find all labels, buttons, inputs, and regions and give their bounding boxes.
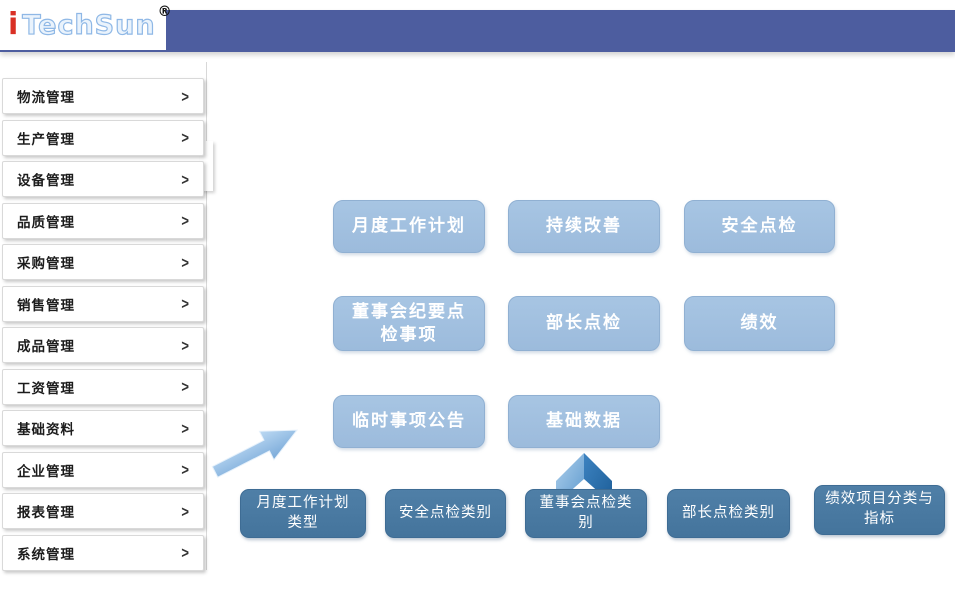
tile-basic-data[interactable]: 基础数据 bbox=[508, 395, 660, 448]
sidebar-item-label: 品质管理 bbox=[17, 214, 75, 230]
sidebar-item-label: 采购管理 bbox=[17, 256, 75, 271]
sidebar-item-label: 报表管理 bbox=[17, 505, 75, 520]
sidebar-item-label: 基础资料 bbox=[17, 422, 75, 437]
sidebar-item-label: 企业管理 bbox=[17, 463, 75, 479]
sidebar-item-label: 销售管理 bbox=[17, 297, 75, 313]
sidebar-item-wages[interactable]: 工资管理 > bbox=[2, 368, 204, 405]
sidebar-item-logistics[interactable]: 物流管理 > bbox=[2, 78, 204, 114]
tile-minister-inspection-category[interactable]: 部长点检类别 bbox=[667, 489, 790, 538]
chevron-right-icon: > bbox=[181, 128, 189, 147]
sidebar-item-label: 成品管理 bbox=[17, 339, 75, 354]
chevron-right-icon: > bbox=[181, 87, 189, 105]
diagonal-arrow-icon bbox=[211, 429, 299, 478]
sidebar-item-label: 设备管理 bbox=[17, 173, 75, 188]
chevron-right-icon: > bbox=[181, 419, 189, 437]
tile-board-minutes-inspection[interactable]: 董事会纪要点检事项 bbox=[333, 296, 485, 351]
tile-monthly-work-plan-type[interactable]: 月度工作计划类型 bbox=[240, 489, 366, 538]
sidebar-item-basic-data[interactable]: 基础资料 > bbox=[2, 410, 204, 446]
tile-safety-inspection-category[interactable]: 安全点检类别 bbox=[385, 489, 506, 538]
logo-brand-text: TechSun bbox=[22, 9, 156, 41]
sidebar-item-sales[interactable]: 销售管理 > bbox=[2, 285, 204, 322]
chevron-right-icon: > bbox=[181, 336, 189, 354]
chevron-right-icon: > bbox=[181, 170, 189, 188]
sidebar-item-equipment[interactable]: 设备管理 > bbox=[2, 161, 204, 197]
chevron-right-icon: > bbox=[181, 377, 189, 396]
tile-monthly-work-plan[interactable]: 月度工作计划 bbox=[333, 200, 485, 253]
sidebar-item-procurement[interactable]: 采购管理 > bbox=[2, 244, 204, 280]
chevron-right-icon: > bbox=[181, 253, 189, 271]
chevron-right-icon: > bbox=[181, 460, 189, 479]
sidebar-item-finished-goods[interactable]: 成品管理 > bbox=[2, 327, 204, 363]
tile-safety-inspection[interactable]: 安全点检 bbox=[684, 200, 835, 253]
sidebar-divider bbox=[206, 62, 207, 570]
tile-performance[interactable]: 绩效 bbox=[684, 296, 835, 351]
sidebar-item-label: 生产管理 bbox=[17, 131, 75, 147]
sidebar-item-label: 工资管理 bbox=[17, 380, 75, 396]
tile-minister-inspection[interactable]: 部长点检 bbox=[508, 296, 660, 351]
chevron-right-icon: > bbox=[181, 294, 189, 313]
tile-continuous-improvement[interactable]: 持续改善 bbox=[508, 200, 660, 253]
sidebar-item-label: 物流管理 bbox=[17, 90, 75, 105]
chevron-right-icon: > bbox=[181, 502, 189, 520]
tile-temporary-announcement[interactable]: 临时事项公告 bbox=[333, 395, 485, 448]
sidebar-item-enterprise[interactable]: 企业管理 > bbox=[2, 451, 204, 488]
logo: i TechSun ® bbox=[0, 0, 172, 50]
chevron-right-icon: > bbox=[181, 543, 189, 562]
sidebar-item-system[interactable]: 系统管理 > bbox=[2, 534, 204, 571]
sidebar-menu: 物流管理 > 生产管理 > 设备管理 > 品质管理 > 采购管理 > 销售管理 … bbox=[2, 78, 204, 576]
logo-i-mark: i bbox=[8, 7, 19, 42]
registered-trademark-icon: ® bbox=[157, 4, 172, 20]
tile-board-inspection-category[interactable]: 董事会点检类别 bbox=[525, 489, 647, 538]
sidebar-item-quality[interactable]: 品质管理 > bbox=[2, 202, 204, 239]
chevron-right-icon: > bbox=[181, 211, 189, 230]
sidebar-item-label: 系统管理 bbox=[17, 546, 75, 562]
sidebar-item-production[interactable]: 生产管理 > bbox=[2, 119, 204, 156]
sidebar-item-reports[interactable]: 报表管理 > bbox=[2, 493, 204, 529]
tile-performance-classification-indicators[interactable]: 绩效项目分类与指标 bbox=[814, 485, 945, 535]
